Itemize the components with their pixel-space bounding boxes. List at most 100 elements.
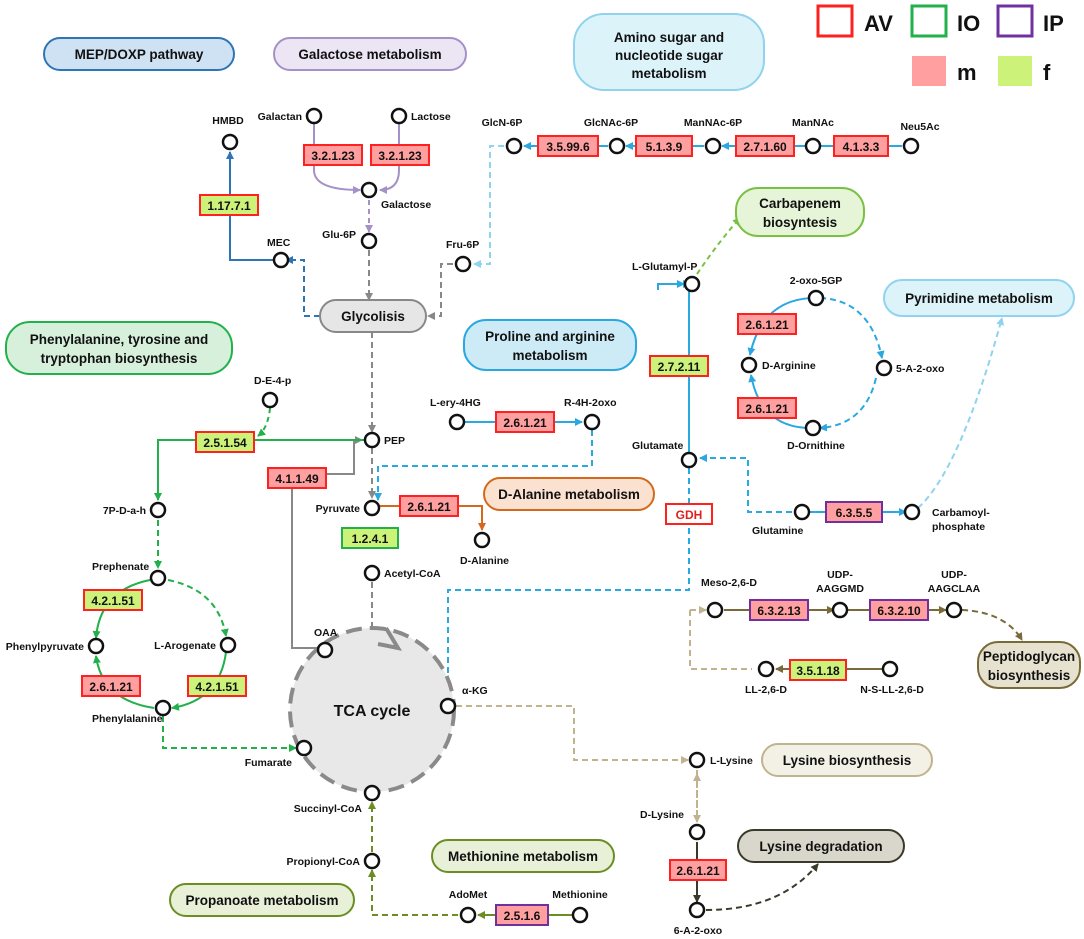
node-mannac[interactable]	[804, 137, 822, 155]
node-d-arginine[interactable]	[740, 356, 758, 374]
enzyme-2.6.1.21-arginine-bottom[interactable]: 2.6.1.21	[737, 397, 797, 419]
node-d-ornithine[interactable]	[804, 419, 822, 437]
node-l-ery-4hg[interactable]	[448, 413, 466, 431]
pathway-propanoate[interactable]: Propanoate metabolism	[169, 883, 355, 917]
pathway-pyrimidine[interactable]: Pyrimidine metabolism	[883, 279, 1075, 317]
node-pyruvate[interactable]	[363, 499, 381, 517]
pathway-glycolysis[interactable]: Glycolisis	[319, 299, 427, 333]
node-glutamate[interactable]	[680, 451, 698, 469]
enzyme-2.7.2.11[interactable]: 2.7.2.11	[649, 355, 709, 377]
node-n-s-ll-2-6-d[interactable]	[881, 660, 899, 678]
node-ll-2-6-d[interactable]	[757, 660, 775, 678]
node-prephenate[interactable]	[149, 569, 167, 587]
enzyme-gdh[interactable]: GDH	[665, 503, 713, 525]
enzyme-1.17.7.1[interactable]: 1.17.7.1	[199, 194, 259, 216]
node-mannac6p[interactable]	[704, 137, 722, 155]
legend-io-swatch	[910, 4, 948, 38]
node-neu5ac[interactable]	[902, 137, 920, 155]
node-7p-d-a-h[interactable]	[149, 501, 167, 519]
pathway-mep[interactable]: MEP/DOXP pathway	[43, 37, 235, 71]
node-udp-aagclaa[interactable]	[945, 601, 963, 619]
metabolite-label-glutamate: Glutamate	[632, 440, 684, 452]
enzyme-2.5.1.6[interactable]: 2.5.1.6	[495, 904, 549, 926]
node-lactose[interactable]	[390, 107, 408, 125]
metabolite-label-mec: MEC	[267, 237, 291, 249]
enzyme-4.2.1.51-bottom[interactable]: 4.2.1.51	[187, 675, 247, 697]
node-phenylalanine[interactable]	[154, 699, 172, 717]
metabolite-label-d-lysine: D-Lysine	[640, 809, 684, 821]
enzyme-2.6.1.21-ery[interactable]: 2.6.1.21	[495, 411, 555, 433]
node-hmbd[interactable]	[221, 133, 239, 151]
node-oaa[interactable]	[316, 641, 334, 659]
enzyme-2.6.1.21-pyruvate[interactable]: 2.6.1.21	[399, 495, 459, 517]
enzyme-4.2.1.51-top[interactable]: 4.2.1.51	[83, 589, 143, 611]
pathway-phe-tyr-trp[interactable]: Phenylalanine, tyrosine and tryptophan b…	[5, 321, 233, 375]
node-galactan[interactable]	[305, 107, 323, 125]
enzyme-1.2.4.1[interactable]: 1.2.4.1	[341, 527, 399, 549]
pathway-carbapenem[interactable]: Carbapenem biosyntesis	[735, 187, 865, 237]
enzyme-2.6.1.21-arginine-top[interactable]: 2.6.1.21	[737, 313, 797, 335]
node-galactose[interactable]	[360, 181, 378, 199]
node-meso-2-6-d[interactable]	[706, 601, 724, 619]
node-l-glutamyl-p[interactable]	[683, 275, 701, 293]
enzyme-2.5.1.54[interactable]: 2.5.1.54	[195, 431, 255, 453]
pathway-peptidoglycan[interactable]: Peptidoglycan biosynthesis	[977, 641, 1081, 689]
pathway-lysine-degradation[interactable]: Lysine degradation	[737, 829, 905, 863]
enzyme-5.1.3.9[interactable]: 5.1.3.9	[635, 135, 693, 157]
node-carbamoyl-phosphate[interactable]	[903, 503, 921, 521]
node-adomet[interactable]	[459, 906, 477, 924]
node-glcn6p[interactable]	[505, 137, 523, 155]
enzyme-3.2.1.23-lactose[interactable]: 3.2.1.23	[370, 144, 430, 166]
enzyme-3.5.99.6[interactable]: 3.5.99.6	[537, 135, 599, 157]
metabolite-label-7p-d-a-h: 7P-D-a-h	[103, 505, 146, 517]
metabolite-label-acetyl-coa: Acetyl-CoA	[384, 568, 441, 580]
enzyme-4.1.1.49[interactable]: 4.1.1.49	[267, 467, 327, 489]
node-phenylpyruvate[interactable]	[87, 637, 105, 655]
enzyme-6.3.5.5[interactable]: 6.3.5.5	[825, 501, 883, 523]
enzyme-6.3.2.13[interactable]: 6.3.2.13	[749, 599, 809, 621]
node-5-a-2-oxo[interactable]	[875, 359, 893, 377]
node-glcnac6p[interactable]	[608, 137, 626, 155]
pathway-amino-sugar[interactable]: Amino sugar and nucleotide sugar metabol…	[573, 13, 765, 91]
node-propionyl-coa[interactable]	[363, 852, 381, 870]
enzyme-4.1.3.3[interactable]: 4.1.3.3	[833, 135, 889, 157]
node-l-lysine[interactable]	[688, 751, 706, 769]
pathway-methionine[interactable]: Methionine metabolism	[431, 839, 615, 873]
node-fru6p[interactable]	[454, 255, 472, 273]
metabolite-label-glcn6p: GlcN-6P	[482, 117, 523, 129]
enzyme-2.7.1.60[interactable]: 2.7.1.60	[735, 135, 795, 157]
enzyme-2.6.1.21-lysine[interactable]: 2.6.1.21	[669, 859, 727, 881]
pathway-d-alanine[interactable]: D-Alanine metabolism	[483, 477, 655, 511]
enzyme-6.3.2.10[interactable]: 6.3.2.10	[869, 599, 929, 621]
metabolite-label-methionine: Methionine	[552, 889, 608, 901]
metabolite-label-carbamoyl-2: phosphate	[932, 521, 985, 533]
enzyme-2.6.1.21-phenylalanine[interactable]: 2.6.1.21	[81, 675, 141, 697]
node-d-e-4-p[interactable]	[261, 391, 279, 409]
enzyme-label: 4.2.1.51	[91, 594, 135, 608]
enzyme-3.2.1.23-galactan[interactable]: 3.2.1.23	[303, 144, 363, 166]
node-glutamine[interactable]	[793, 503, 811, 521]
pathway-proline-arginine[interactable]: Proline and arginine metabolism	[463, 319, 637, 371]
node-2-oxo-5gp[interactable]	[807, 289, 825, 307]
node-r-4h-2oxo[interactable]	[583, 413, 601, 431]
node-succinyl-coa[interactable]	[363, 784, 381, 802]
pathway-galactose[interactable]: Galactose metabolism	[273, 37, 467, 71]
node-d-alanine[interactable]	[473, 531, 491, 549]
node-l-arogenate[interactable]	[219, 636, 237, 654]
node-alpha-kg[interactable]	[439, 697, 457, 715]
node-glu6p[interactable]	[360, 232, 378, 250]
node-pep[interactable]	[363, 431, 381, 449]
node-d-lysine[interactable]	[688, 823, 706, 841]
node-6-a-2-oxo[interactable]	[688, 901, 706, 919]
metabolite-label-lactose: Lactose	[411, 111, 451, 123]
node-methionine[interactable]	[571, 906, 589, 924]
node-mec[interactable]	[272, 251, 290, 269]
enzyme-label: 4.1.1.49	[275, 472, 319, 486]
metabolite-label-succinyl-coa: Succinyl-CoA	[294, 803, 363, 815]
enzyme-label: 2.6.1.21	[407, 500, 451, 514]
node-acetyl-coa[interactable]	[363, 564, 381, 582]
pathway-lysine-biosynthesis[interactable]: Lysine biosynthesis	[761, 743, 933, 777]
enzyme-3.5.1.18[interactable]: 3.5.1.18	[789, 659, 847, 681]
node-udp-aaggmd[interactable]	[831, 601, 849, 619]
node-fumarate[interactable]	[295, 739, 313, 757]
